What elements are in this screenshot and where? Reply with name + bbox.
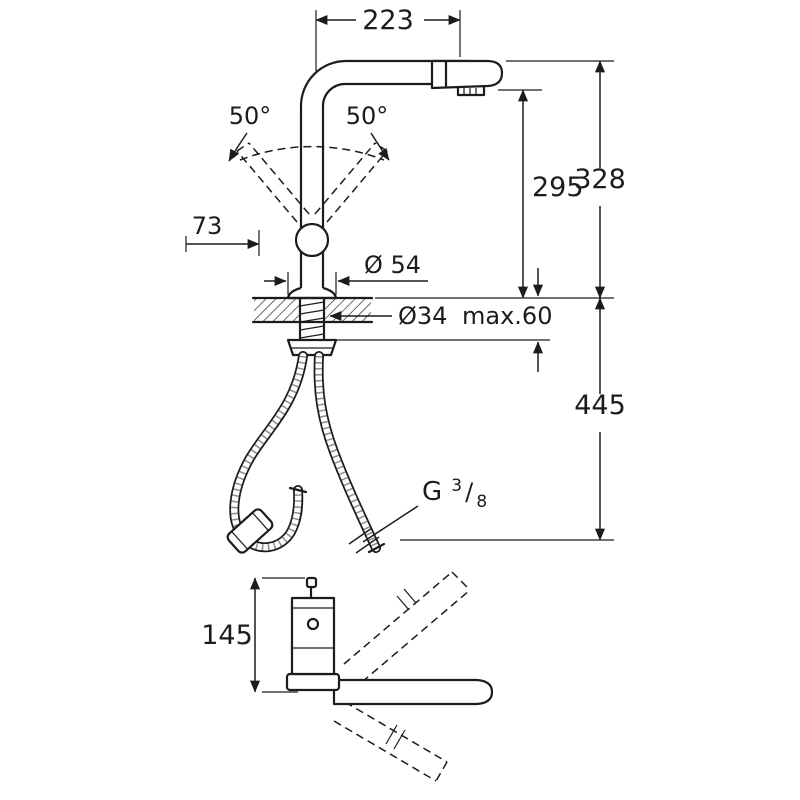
leader-line: [362, 505, 419, 543]
thread-tick: [299, 301, 325, 307]
front-view: [286, 59, 504, 300]
countertop-section: [251, 296, 374, 357]
spout-outer-line: [299, 59, 472, 300]
dim-thread: G 3 / 8: [348, 476, 487, 554]
spray-head: [430, 59, 504, 90]
thread-tick: [299, 309, 325, 315]
supply-hose-inner: [315, 352, 380, 552]
dim-base-diameter: Ø 54: [264, 251, 428, 295]
hose-guide-tip: [305, 576, 318, 589]
break-mark: [393, 729, 406, 750]
dim-swivel-angles: 50° 50°: [228, 102, 390, 162]
thread-slash-mark: [348, 527, 373, 545]
handle-left-dashed: [236, 150, 298, 223]
supply-hoses: [226, 351, 386, 554]
dim-side-height-label: 145: [201, 620, 253, 651]
handle-lowered-cap: [435, 761, 448, 782]
handle-lowered-dashed: [333, 720, 437, 782]
side-view: [285, 571, 494, 782]
dim-base-diameter-label: Ø 54: [364, 251, 421, 279]
pullout-hose-loop-braid: [231, 355, 307, 551]
dim-below-height-label: 445: [574, 390, 626, 421]
aerator: [456, 84, 486, 97]
leader-arrow-right: [370, 132, 390, 161]
dim-hole-diameter-label: Ø34: [398, 302, 447, 330]
dim-handle-reach: 73: [185, 212, 260, 256]
side-body: [290, 596, 336, 676]
counter-hatch-left: [254, 299, 299, 321]
thread-slash-mark: [355, 536, 380, 554]
handle-right-dashed: [326, 150, 388, 223]
dim-spout-reach-label: 223: [362, 5, 414, 36]
thread-tick: [299, 317, 325, 323]
break-mark: [403, 588, 417, 604]
dim-total-height: 328: [375, 60, 626, 299]
handle-lowered-dashed: [344, 701, 448, 763]
handle-raised-dashed: [361, 589, 471, 683]
lever-ball-joint: [294, 222, 330, 258]
dim-side-height: 145: [201, 577, 305, 693]
dim-deck-thickness-label: max.60: [462, 302, 552, 330]
dim-handle-reach-label: 73: [192, 212, 223, 240]
hose-counterweight: [226, 508, 274, 554]
supply-hose: [313, 351, 381, 553]
thread-slash: /: [465, 478, 474, 506]
dim-total-height-label: 328: [574, 164, 626, 195]
handle-raised-dashed: [343, 571, 453, 665]
dim-outlet-height: 295: [498, 89, 584, 299]
break-mark: [385, 724, 398, 745]
handle-right-dashed: [314, 142, 376, 215]
swivel-arc: [239, 145, 385, 161]
side-handle: [332, 678, 494, 706]
handle-left-dashed: [248, 142, 310, 215]
side-body-button: [306, 617, 320, 631]
thread-tick: [299, 333, 325, 339]
thread-denominator: 8: [476, 492, 487, 512]
hose-end-cap: [367, 542, 386, 554]
counter-hatch-right: [325, 299, 371, 321]
dim-outlet-height-label: 295: [532, 172, 584, 203]
dim-hole-diameter: Ø34: [329, 302, 447, 330]
break-mark: [396, 595, 410, 611]
dim-below-height: 445: [400, 297, 626, 541]
thread-tick: [299, 325, 325, 331]
leader-arrow-left: [228, 132, 248, 162]
dim-spout-reach: 223: [315, 5, 461, 73]
hose-end-cap: [288, 486, 308, 494]
dim-deck-thickness: max.60: [336, 268, 552, 372]
spout-inner-line: [321, 82, 434, 300]
dim-thread-label: G 3 / 8: [422, 476, 487, 512]
base-flange: [286, 286, 338, 300]
handle-raised-cap: [451, 571, 471, 591]
dim-swivel-left-label: 50°: [229, 102, 272, 130]
thread-g: G: [422, 477, 442, 507]
dimensions: 223 50° 50° 73 Ø 54 Ø34: [185, 5, 626, 693]
side-base-flange: [285, 672, 341, 692]
thread-numerator: 3: [451, 476, 462, 496]
dim-swivel-right-label: 50°: [346, 102, 389, 130]
handle-swivel-range: [236, 142, 388, 223]
